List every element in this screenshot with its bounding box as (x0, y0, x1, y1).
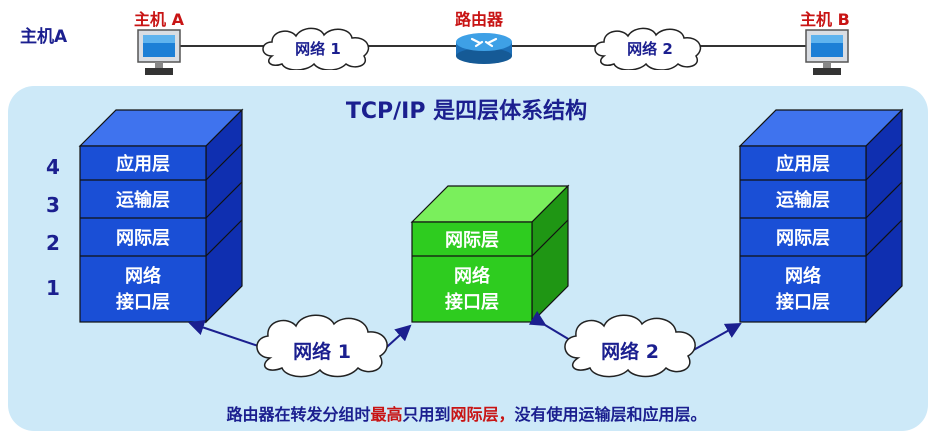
cloud-icon-bottom-net1: 网络 1 (256, 314, 388, 378)
caption-highlight-internet-layer: 网际层 (450, 405, 499, 424)
cloud-icon-top-net2: 网络 2 (594, 27, 702, 70)
router-layer-internet: 网际层 (445, 230, 499, 251)
caption-part3: 只用到 (402, 405, 451, 424)
host-b-stack: 应用层 运输层 网际层 网络 接口层 (738, 108, 904, 324)
host-a-layer-internet: 网际层 (116, 228, 170, 249)
caption-highlight-highest: 最高 (370, 405, 403, 424)
caption-comma: ， (498, 405, 515, 424)
router-icon (456, 33, 512, 64)
host-a-label: 主机 A (134, 10, 184, 29)
computer-icon-host-a (137, 29, 181, 75)
host-b-layer-internet: 网际层 (776, 228, 830, 249)
arrow-cloud2-to-host-b (673, 323, 742, 366)
bottom-net1-text: 网络 1 (293, 340, 351, 363)
caption: 路由器在转发分组时最高只用到网际层，没有使用运输层和应用层。 (0, 401, 933, 425)
host-a-stack: 应用层 运输层 网际层 网络 接口层 (78, 108, 244, 324)
top-net2-text: 网络 2 (627, 40, 673, 58)
host-a-layer-transport: 运输层 (116, 189, 170, 211)
host-b-label: 主机 B (800, 10, 850, 29)
host-a-layer-link-line2: 接口层 (116, 291, 170, 313)
layer-number-2: 2 (46, 231, 60, 255)
caption-part1: 路由器在转发分组时 (226, 405, 371, 424)
router-layer-link-line2: 接口层 (445, 291, 499, 313)
bottom-net2-text: 网络 2 (601, 340, 659, 363)
bottom-network-links: 网络 1 网络 2 (188, 310, 742, 378)
panel-title: TCP/IP 是四层体系结构 (345, 99, 588, 124)
host-a-layer-app: 应用层 (116, 153, 170, 175)
layer-number-3: 3 (46, 193, 60, 217)
top-net1-text: 网络 1 (295, 40, 341, 58)
caption-part6: 没有使用运输层和应用层。 (514, 405, 707, 424)
layer-number-1: 1 (46, 276, 60, 300)
host-b-layer-app: 应用层 (776, 153, 830, 175)
host-a-layer-link-line1: 网络 (125, 265, 161, 287)
router-stack: 网际层 网络 接口层 (410, 184, 570, 324)
cloud-icon-bottom-net2: 网络 2 (564, 314, 696, 378)
host-b-layer-transport: 运输层 (776, 189, 830, 211)
computer-icon-host-b (805, 29, 849, 75)
host-b-layer-link-line2: 接口层 (776, 291, 830, 313)
host-b-layer-link-line1: 网络 (785, 265, 821, 287)
corner-host-label: 主机A (20, 27, 68, 47)
cloud-icon-top-net1: 网络 1 (262, 27, 370, 70)
layer-number-4: 4 (46, 155, 60, 179)
router-label: 路由器 (455, 10, 504, 29)
router-layer-link-line1: 网络 (454, 265, 490, 287)
